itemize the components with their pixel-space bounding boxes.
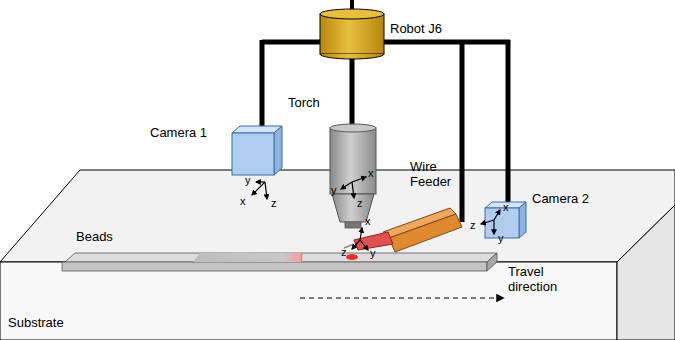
axis-label: x [368, 167, 374, 180]
axis-label: y [498, 232, 504, 245]
part-label: Torch [288, 96, 320, 111]
axis-label: z [357, 197, 363, 210]
axis-label: x [503, 201, 509, 214]
axis-label: x [240, 195, 246, 208]
part-label: Beads [76, 230, 113, 245]
axis-label: z [341, 246, 347, 259]
axis-label: y [331, 184, 337, 197]
axis-label: y [370, 247, 376, 260]
axis-label: z [271, 197, 277, 210]
part-label: Substrate [8, 316, 64, 331]
axis-label: y [245, 174, 251, 187]
axis-label: z [470, 219, 476, 232]
part-label: Robot J6 [390, 22, 442, 37]
part-label: Camera 2 [532, 192, 589, 207]
axis-label: x [365, 215, 371, 228]
part-label: Wire Feeder [410, 160, 460, 190]
part-label: Camera 1 [150, 126, 207, 141]
note-label: Travel direction [508, 265, 572, 295]
